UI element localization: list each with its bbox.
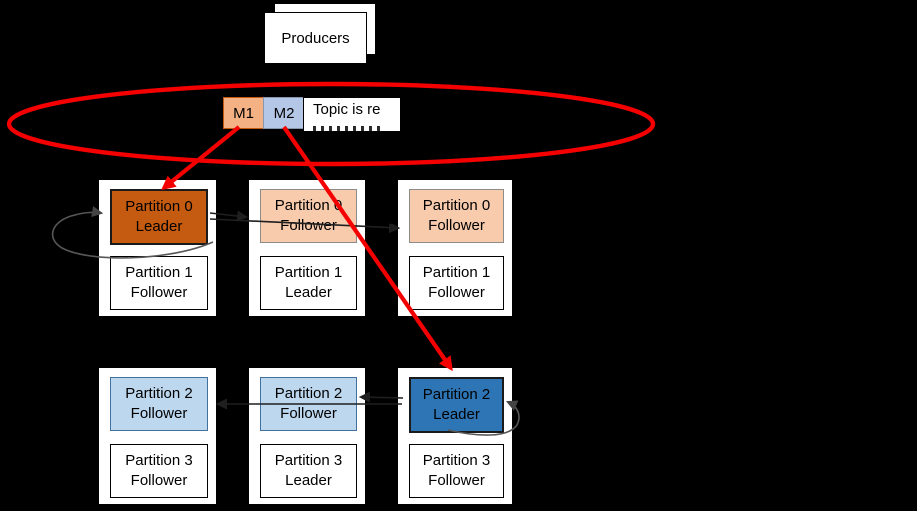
- write-label-3: write: [368, 379, 396, 394]
- partition-name: Partition 2: [274, 385, 343, 403]
- write-label-1: write: [218, 190, 246, 205]
- topic-note-clipped-second-line: [313, 126, 383, 131]
- broker-bottom-3: Partition 2 Leader Partition 3 Follower: [396, 366, 514, 506]
- write-label-4: write: [218, 404, 246, 419]
- partition-role: Follower: [130, 284, 188, 301]
- partition-3-follower: Partition 3 Follower: [110, 444, 208, 498]
- partition-name: Partition 0: [422, 197, 491, 215]
- partition-role: Follower: [428, 284, 485, 301]
- producers-label: Producers: [281, 29, 350, 47]
- partition-role: Leader: [433, 406, 480, 423]
- partition-name: Partition 1: [422, 264, 491, 282]
- partition-1-leader: Partition 1 Leader: [260, 256, 357, 310]
- partition-name: Partition 0: [125, 198, 193, 216]
- partition-name: Partition 3: [422, 452, 491, 470]
- partition-2-leader: Partition 2 Leader: [409, 377, 504, 433]
- partition-name: Partition 0: [274, 197, 343, 215]
- partition-name: Partition 3: [274, 452, 343, 470]
- broker-bottom-2: Partition 2 Follower Partition 3 Leader: [247, 366, 367, 506]
- partition-role: Leader: [285, 472, 332, 489]
- broker-top-2: Partition 0 Follower Partition 1 Leader: [247, 178, 367, 318]
- topic-note-text: Topic is re: [313, 101, 381, 118]
- partition-role: Leader: [135, 218, 183, 235]
- partition-name: Partition 1: [125, 264, 193, 282]
- partition-3-follower-2: Partition 3 Follower: [409, 444, 504, 498]
- producers-box: Producers: [264, 12, 367, 64]
- message-m2-label: M2: [273, 104, 295, 122]
- partition-2-follower: Partition 2 Follower: [110, 377, 208, 431]
- write-label-2: write: [366, 212, 394, 227]
- broker-top-1: Partition 0 Leader Partition 1 Follower: [97, 178, 218, 318]
- partition-role: Leader: [285, 284, 332, 301]
- partition-role: Follower: [130, 405, 188, 422]
- partition-0-leader: Partition 0 Leader: [110, 189, 208, 245]
- partition-role: Follower: [280, 217, 337, 234]
- partition-1-follower-2: Partition 1 Follower: [409, 256, 504, 310]
- partition-role: Follower: [280, 405, 337, 422]
- partition-name: Partition 2: [422, 386, 491, 404]
- message-m1-box: M1: [223, 97, 264, 129]
- message-m2-box: M2: [263, 97, 305, 129]
- partition-name: Partition 1: [274, 264, 343, 282]
- partition-name: Partition 2: [125, 385, 193, 403]
- partition-role: Follower: [428, 472, 485, 489]
- partition-0-follower: Partition 0 Follower: [260, 189, 357, 243]
- partition-1-follower: Partition 1 Follower: [110, 256, 208, 310]
- partition-3-leader: Partition 3 Leader: [260, 444, 357, 498]
- message-m1-label: M1: [233, 104, 254, 122]
- broker-bottom-1: Partition 2 Follower Partition 3 Followe…: [97, 366, 218, 506]
- topic-note-box: Topic is re: [303, 97, 400, 131]
- partition-role: Follower: [428, 217, 485, 234]
- partition-role: Follower: [130, 472, 188, 489]
- broker-top-3: Partition 0 Follower Partition 1 Followe…: [396, 178, 514, 318]
- partition-2-follower-2: Partition 2 Follower: [260, 377, 357, 431]
- partition-0-follower-2: Partition 0 Follower: [409, 189, 504, 243]
- partition-name: Partition 3: [125, 452, 193, 470]
